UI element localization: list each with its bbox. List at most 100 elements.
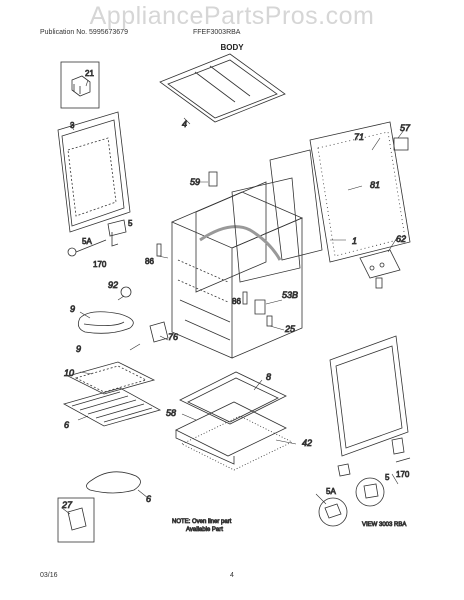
- hinge-right-2: [391, 437, 405, 455]
- callout-58: 58: [166, 408, 176, 418]
- part-92-clip: [375, 277, 383, 289]
- part-27-bracket: [67, 507, 87, 531]
- note-line-1: NOTE: Oven liner part: [172, 519, 232, 525]
- footer-date: 03/16: [40, 572, 58, 579]
- callout-5a-left: 5A: [82, 237, 92, 246]
- callout-5-left: 5: [128, 219, 133, 228]
- callout-86-right: 86: [232, 297, 241, 306]
- part-71-rear-holes: [317, 131, 406, 257]
- callout-5-right: 5: [385, 473, 390, 482]
- callout-81: 81: [370, 180, 380, 190]
- callout-170-left: 170: [93, 260, 107, 269]
- callout-10: 10: [64, 368, 74, 378]
- terminal-screw-1: [369, 265, 375, 271]
- callout-6-element: 6: [146, 494, 151, 504]
- reference-code: VIEW 3003 RBA: [362, 522, 406, 528]
- hinge-detail-5: [355, 477, 385, 507]
- broil-pan: [66, 361, 156, 395]
- body-lower-detail: [179, 299, 231, 341]
- part-4-top-panel: [159, 53, 286, 123]
- part-57-plate: [393, 137, 409, 151]
- part-86-clip-right: [242, 291, 248, 305]
- callout-53b: 53B: [282, 290, 298, 300]
- note-line-2: Available Part: [186, 527, 223, 533]
- callout-92: 92: [108, 280, 118, 290]
- callout-9-lower: 9: [76, 344, 81, 354]
- callout-9-upper: 9: [70, 304, 75, 314]
- part-21-bracket: [71, 75, 91, 97]
- callout-25: 25: [284, 324, 296, 334]
- broil-element-inner: [83, 321, 125, 326]
- terminal-screw-2: [379, 262, 385, 268]
- model-number: FFEF3003RBA: [193, 29, 241, 36]
- callout-170-right: 170: [396, 470, 410, 479]
- callout-6-rack: 6: [64, 420, 69, 430]
- section-title: BODY: [220, 43, 244, 52]
- callout-8: 8: [266, 372, 271, 382]
- broil-pan-grid: [74, 365, 148, 393]
- callout-62: 62: [396, 234, 406, 244]
- hinge-left-screw: [67, 247, 77, 257]
- part-4-top-inner: [167, 59, 278, 119]
- callout-57: 57: [400, 123, 411, 133]
- part-86-clip-left: [156, 243, 162, 257]
- hinge-5a-part: [324, 503, 342, 519]
- publication-number: Publication No. 5995673679: [40, 29, 128, 36]
- watermark: AppliancePartsPros.com: [89, 2, 375, 30]
- hinge-left: [107, 219, 127, 237]
- part-27-inset-box: [57, 497, 95, 543]
- part-58-drawer-front: [175, 430, 235, 465]
- part-3-door-inner: [61, 119, 125, 227]
- part-4-ribs: [194, 65, 251, 103]
- part-71-rear-panel: [309, 121, 411, 263]
- body-interior-lines: [177, 259, 229, 303]
- part-58-drawer-body: [175, 401, 287, 457]
- callout-42: 42: [302, 438, 312, 448]
- hinge-left-arm: [111, 232, 119, 247]
- oven-rack: [62, 387, 162, 427]
- callout-86-left: 86: [145, 257, 154, 266]
- part-92-sensor: [149, 321, 169, 343]
- part-9-broil-element: [77, 311, 134, 334]
- part-8-drawer-liner: [179, 371, 287, 425]
- part-59-cylinder: [208, 171, 218, 187]
- part-42-drawer-bottom: [181, 415, 293, 471]
- hinge-detail-5a: [318, 497, 348, 527]
- callout-76: 76: [168, 332, 178, 342]
- inner-back-panel: [269, 149, 323, 261]
- part-21-inset-box: [60, 61, 100, 109]
- part-8-drawer-inner: [187, 377, 279, 423]
- right-door-inner: [335, 345, 403, 449]
- body-oven-cavity: [195, 181, 267, 293]
- hinge-right-bar: [395, 457, 411, 463]
- callout-5a-right: 5A: [326, 487, 336, 496]
- body-right-face: [231, 217, 303, 359]
- part-6-bake-element: [86, 471, 141, 494]
- part-62-terminal-block: [359, 249, 401, 279]
- part-21-detail: [73, 84, 81, 94]
- footer-page-number: 4: [230, 572, 234, 579]
- part-3-door-outer: [57, 111, 131, 233]
- insulation-wrap: [199, 225, 282, 261]
- callout-59: 59: [190, 177, 200, 187]
- callout-4: 4: [182, 119, 187, 129]
- part-76-clip: [254, 299, 266, 315]
- insulation-back-panel: [231, 177, 301, 283]
- leader-lines: [61, 79, 405, 515]
- body-top-face: [170, 191, 304, 249]
- body-left-face: [171, 222, 233, 359]
- callout-71: 71: [354, 132, 364, 142]
- hinge-right-1: [337, 463, 351, 477]
- part-3-door-window: [67, 137, 117, 217]
- oven-rack-wires: [71, 391, 153, 423]
- leader-5a-left: [75, 239, 107, 253]
- hinge-5-part: [363, 483, 379, 499]
- callout-21: 21: [85, 69, 94, 78]
- right-door-outer: [329, 335, 409, 457]
- callout-1: 1: [352, 236, 357, 246]
- part-25-fastener: [266, 315, 273, 327]
- callout-3: 3: [70, 121, 75, 130]
- callout-27: 27: [61, 500, 73, 510]
- part-10-knob: [120, 286, 132, 298]
